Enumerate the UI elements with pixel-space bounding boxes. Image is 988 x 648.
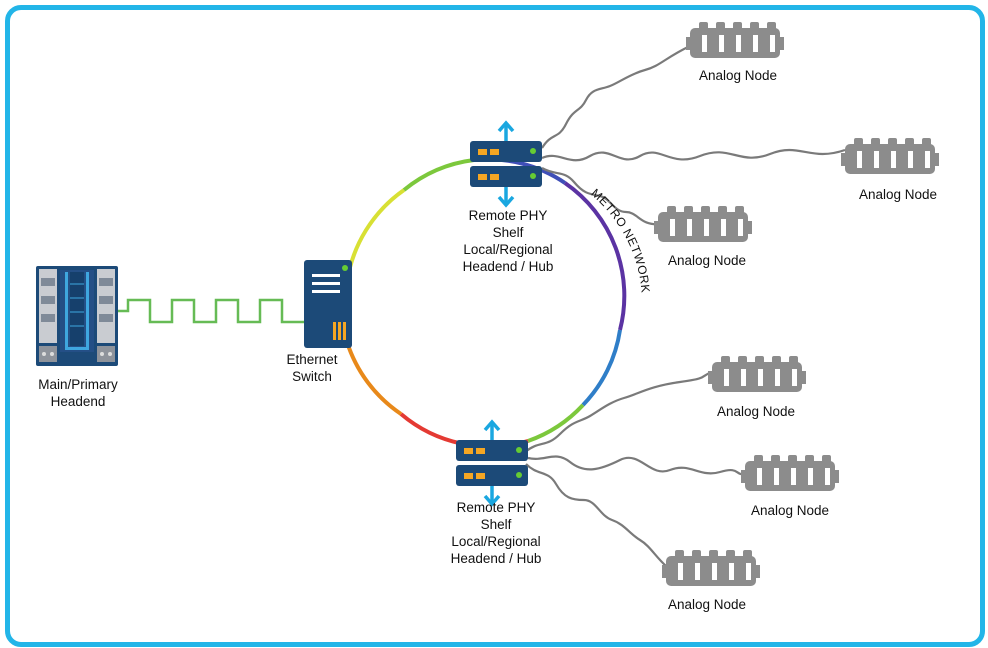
- headend-chassis-icon: [36, 266, 118, 366]
- rphy-bottom-icon: [456, 419, 528, 507]
- analog-node-label: Analog Node: [667, 253, 747, 268]
- digital-link: [118, 298, 305, 324]
- analog-node-label: Analog Node: [858, 187, 938, 202]
- coax-links: [524, 45, 846, 567]
- diagram-frame: [5, 5, 985, 647]
- analog-node-icon: [841, 138, 939, 174]
- analog-node-icon: [662, 550, 760, 586]
- metro-network-label: METRO NETWORK: [588, 186, 652, 294]
- rphy-top-icon: [470, 120, 542, 208]
- ethernet-switch-icon: [304, 260, 352, 348]
- analog-node-label: Analog Node: [698, 68, 778, 83]
- analog-node-label: Analog Node: [667, 597, 747, 612]
- analog-node-icon: [741, 455, 839, 491]
- analog-node-label: Analog Node: [716, 404, 796, 419]
- analog-node-icon: [708, 356, 806, 392]
- metro-ring: [345, 157, 627, 449]
- analog-node-label: Analog Node: [750, 503, 830, 518]
- analog-node-icon: [654, 206, 752, 242]
- analog-node-icon: [686, 22, 784, 58]
